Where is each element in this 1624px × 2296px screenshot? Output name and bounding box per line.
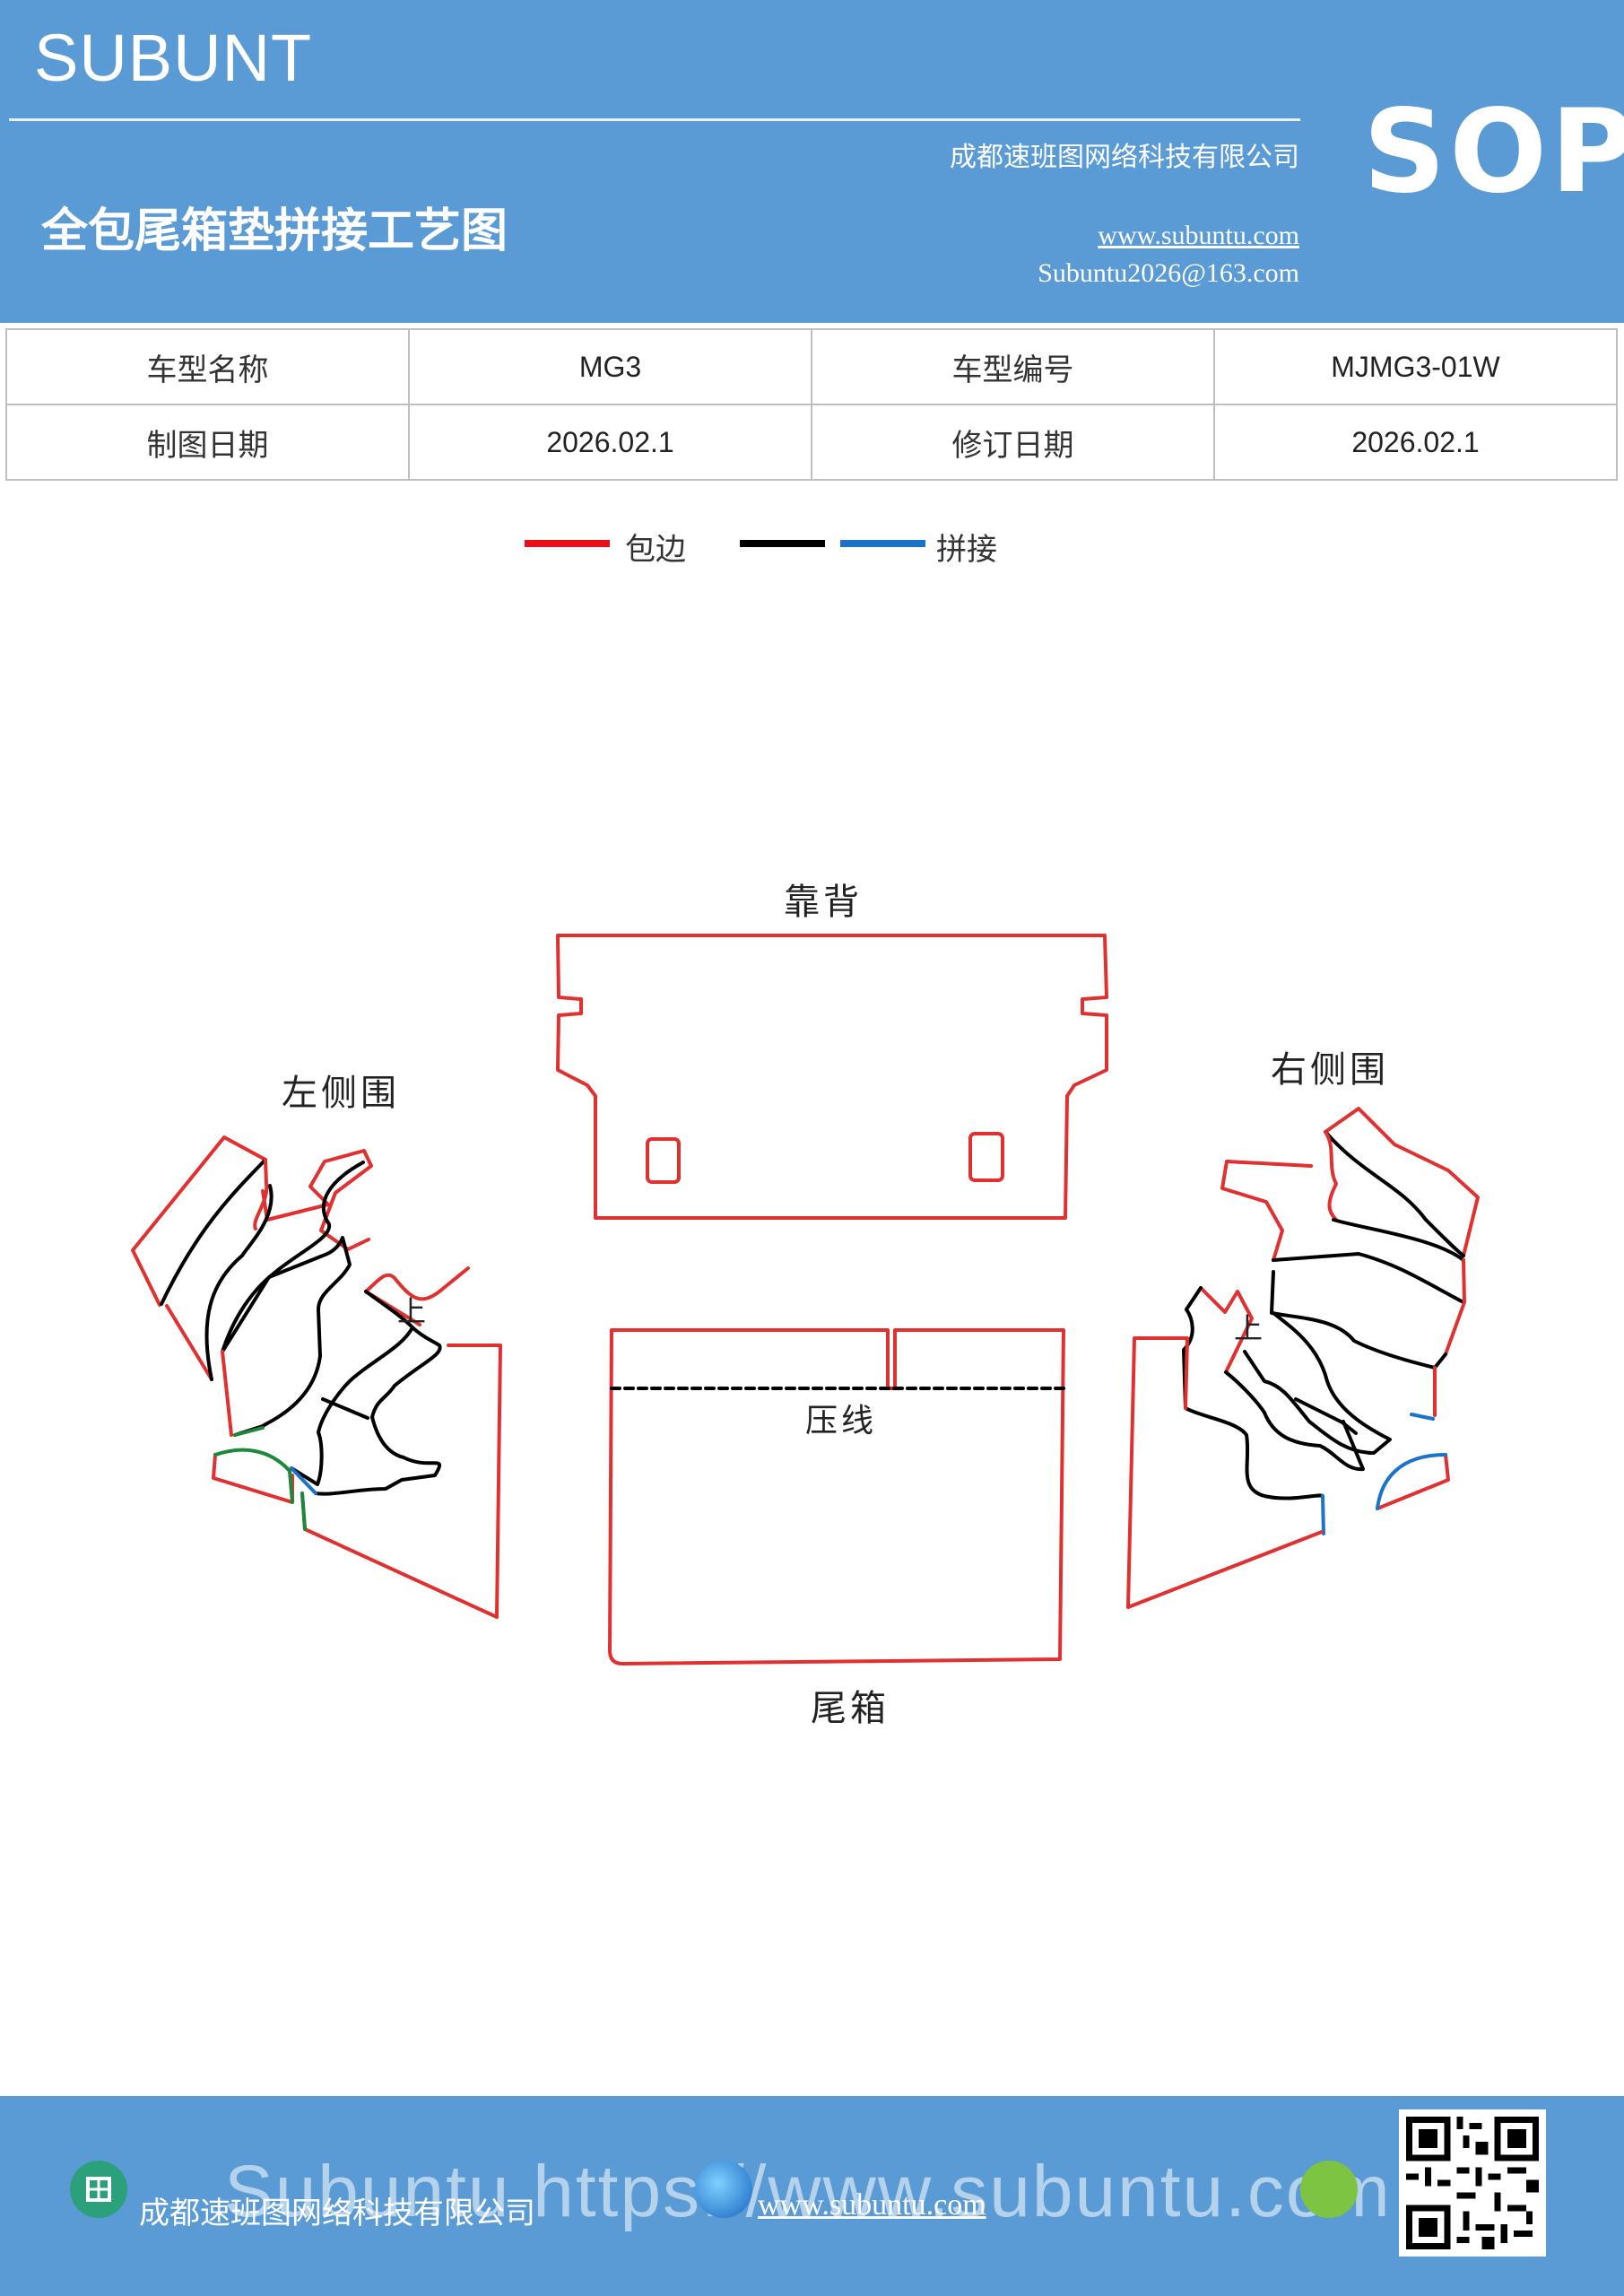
vehicle-info-table: 车型名称 MG3 车型编号 MJMG3-01W 制图日期 2026.02.1 修… — [5, 328, 1618, 481]
building-icon — [70, 2161, 127, 2218]
left-side-piece-4-blue — [290, 1466, 317, 1495]
left-side-strap — [321, 1397, 369, 1420]
left-side-piece-3-splice — [233, 1426, 265, 1437]
up-mark-left: 上 — [397, 1294, 427, 1328]
email-address: Subuntu2026@163.com — [1038, 258, 1299, 288]
right-side-strap — [1294, 1397, 1358, 1435]
header-banner: SUBUNT 成都速班图网络科技有限公司 SOP 全包尾箱垫拼接工艺图 www.… — [0, 0, 1624, 323]
document-title: 全包尾箱垫拼接工艺图 — [41, 204, 508, 258]
revision-date-value: 2026.02.1 — [1213, 404, 1618, 481]
left-side-piece-1 — [131, 1135, 267, 1307]
left-side-piece-3 — [221, 1236, 352, 1437]
right-side-small-piece-splice — [1376, 1453, 1447, 1510]
right-side-small-piece — [1376, 1453, 1450, 1510]
left-side-label: 左侧围 — [282, 1073, 400, 1114]
left-side-piece-5-splice — [300, 1492, 307, 1531]
footer-banner: Subuntu https://www.subuntu.com 成都速班图网络科… — [0, 2096, 1624, 2296]
trunk-label: 尾箱 — [811, 1688, 890, 1729]
trunk-panel — [608, 1328, 1065, 1665]
right-side-piece-1 — [1324, 1107, 1480, 1257]
legend-edge-swatch — [525, 540, 610, 547]
brand-name: SUBUNT — [34, 21, 313, 95]
left-side-piece-1-splice — [160, 1158, 267, 1306]
revision-date-label: 修订日期 — [811, 404, 1215, 481]
wechat-icon — [1300, 2161, 1358, 2218]
left-side-small-piece — [212, 1453, 294, 1504]
left-side-piece-2-body — [261, 1149, 373, 1251]
right-side-piece-1-splice — [1324, 1130, 1465, 1257]
backrest-label: 靠背 — [784, 882, 863, 923]
website-link[interactable]: www.subuntu.com — [1098, 221, 1299, 250]
model-code-value: MJMG3-01W — [1213, 328, 1618, 405]
model-code-label: 车型编号 — [811, 328, 1215, 405]
footer-company-name: 成都速班图网络科技有限公司 — [139, 2196, 535, 2231]
right-side-piece-3-blue — [1410, 1413, 1435, 1421]
backrest-panel — [556, 934, 1108, 1220]
footer-watermark: Subuntu https://www.subuntu.com — [224, 2151, 1392, 2232]
right-side-label: 右侧围 — [1271, 1049, 1389, 1091]
right-side-piece-5 — [1126, 1336, 1324, 1609]
legend-edge-label: 包边 — [625, 532, 686, 568]
legend-splice-label: 拼接 — [936, 532, 997, 568]
table-row: 车型名称 MG3 车型编号 MJMG3-01W — [5, 328, 1618, 405]
left-side-piece-2 — [165, 1158, 269, 1381]
right-side-piece-2-edge — [1444, 1258, 1466, 1356]
legend-black-swatch — [740, 540, 825, 547]
backrest-hole-left — [646, 1137, 681, 1184]
left-side-small-piece-splice — [213, 1448, 294, 1504]
right-side-piece-4-blue — [1321, 1494, 1325, 1535]
qr-code — [1399, 2109, 1546, 2257]
right-side-piece-4-splice — [1182, 1286, 1365, 1500]
right-side-piece-2 — [1220, 1130, 1338, 1262]
legend: 包边 拼接 — [0, 525, 1624, 570]
left-side-piece-2-splice — [204, 1161, 365, 1381]
footer-website-link[interactable]: www.subuntu.com — [758, 2188, 986, 2222]
draw-date-label: 制图日期 — [5, 404, 410, 481]
sop-badge: SOP — [1363, 85, 1624, 219]
legend-splice-swatch — [840, 540, 925, 547]
right-side-piece-2-splice — [1272, 1218, 1465, 1304]
up-mark-right: 上 — [1234, 1311, 1264, 1345]
model-name-label: 车型名称 — [5, 328, 410, 405]
company-name: 成都速班图网络科技有限公司 — [950, 142, 1299, 173]
model-name-value: MG3 — [408, 328, 812, 405]
header-divider — [9, 118, 1300, 121]
left-side-piece-5 — [300, 1344, 502, 1619]
globe-icon — [695, 2161, 752, 2218]
crease-label: 压线 — [805, 1403, 878, 1439]
backrest-hole-right — [968, 1132, 1004, 1182]
table-row: 制图日期 2026.02.1 修订日期 2026.02.1 — [5, 404, 1618, 481]
draw-date-value: 2026.02.1 — [408, 404, 812, 481]
right-side-piece-3 — [1243, 1270, 1447, 1455]
left-side-piece-3-edge — [221, 1350, 233, 1437]
